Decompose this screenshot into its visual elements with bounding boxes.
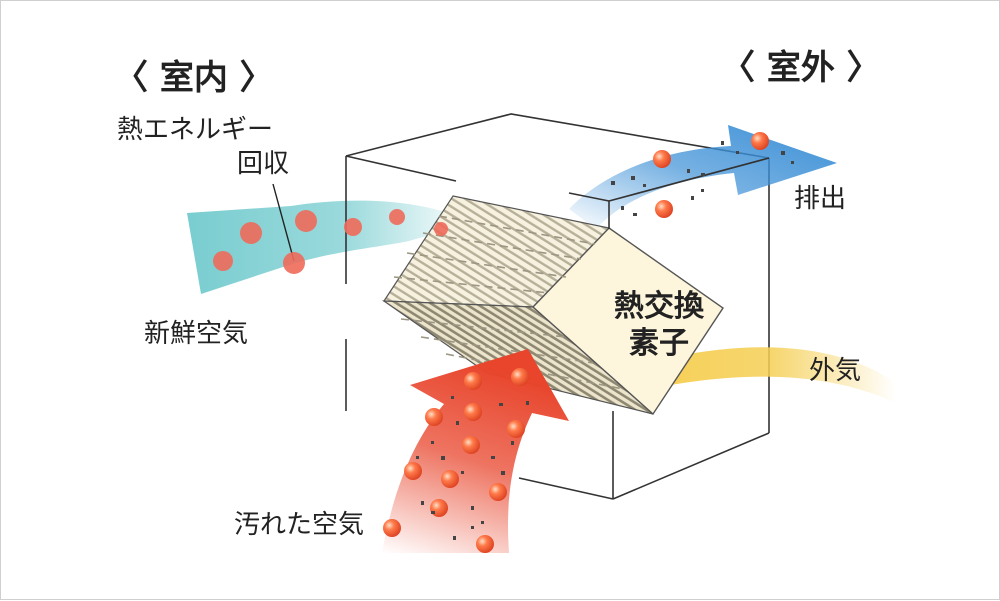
- fresh-air-particle: [240, 222, 262, 244]
- dust-particle: [721, 141, 724, 145]
- dust-particle: [691, 196, 694, 200]
- dust-particle: [701, 173, 705, 176]
- dust-particle: [687, 169, 690, 173]
- heat-particle: [383, 519, 401, 537]
- fresh-air-label: 新鮮空気: [144, 319, 249, 349]
- dust-particle: [481, 521, 484, 524]
- heat-particle: [751, 132, 769, 150]
- dust-particle: [471, 506, 474, 510]
- dust-particle: [701, 189, 704, 192]
- dust-particle: [781, 151, 785, 155]
- dust-particle: [421, 501, 424, 505]
- outside-air-label: 外気: [809, 356, 862, 386]
- heat-particle: [655, 200, 673, 218]
- heat-particle: [441, 470, 459, 488]
- dust-particle: [526, 401, 529, 405]
- particle-layer: [213, 132, 769, 553]
- heat-particle: [511, 368, 529, 386]
- dust-particle: [791, 161, 794, 164]
- core-side-face: [531, 227, 724, 416]
- heat-particle: [489, 483, 507, 501]
- housing-front: [345, 155, 770, 500]
- dust-particle: [501, 471, 505, 475]
- outdoor-heading: 〈 室外 〉: [721, 48, 881, 88]
- dust-particle: [431, 511, 435, 514]
- dirty-air-label: 汚れた空気: [234, 510, 365, 540]
- core-label-line2: 素子: [629, 325, 689, 361]
- dust-particle: [451, 396, 454, 399]
- dust-particle: [416, 456, 419, 459]
- core-label-line1: 熱交換: [614, 289, 704, 324]
- dust-particle: [621, 206, 624, 210]
- fresh-air-particle: [344, 218, 362, 236]
- outside-air-flow: [649, 347, 896, 403]
- dust-particle: [643, 184, 646, 187]
- dust-particle: [431, 441, 434, 444]
- heat-particle: [430, 499, 448, 517]
- heat-particle: [404, 462, 422, 480]
- dust-particle: [453, 536, 456, 540]
- dust-particle: [631, 176, 635, 180]
- heat-particle: [425, 408, 443, 426]
- dust-particle: [461, 471, 464, 474]
- dust-layer: [416, 141, 794, 540]
- dust-particle: [456, 421, 459, 425]
- fresh-air-particle: [434, 222, 448, 236]
- dust-particle: [471, 526, 474, 529]
- dust-particle: [736, 151, 739, 154]
- fresh-air-particle: [283, 252, 305, 274]
- exhaust-air-flow: [569, 125, 837, 229]
- exhaust-label: 排出: [794, 184, 847, 214]
- dust-particle: [611, 181, 615, 185]
- heat-particle: [464, 403, 482, 421]
- dust-particle: [441, 456, 445, 460]
- heat-recovery-label: 熱エネルギー: [117, 115, 274, 145]
- indoor-heading: 〈 室内 〉: [114, 58, 274, 98]
- dust-particle: [491, 456, 495, 459]
- fresh-air-particle: [389, 209, 405, 225]
- heat-particle: [507, 420, 525, 438]
- dust-particle: [499, 403, 503, 406]
- heat-recovery-label-line2: 回収: [237, 149, 290, 179]
- heat-particle: [476, 535, 494, 553]
- heat-particle: [462, 436, 480, 454]
- heat-particle: [653, 150, 671, 168]
- fresh-air-particle: [295, 210, 317, 232]
- heat-recovery-pointer: [272, 183, 295, 262]
- fresh-air-flow: [187, 200, 473, 294]
- heat-exchange-element-label: 熱交換 素子: [599, 289, 719, 362]
- fresh-air-particle: [213, 251, 233, 271]
- dust-particle: [511, 441, 514, 445]
- housing-back: [345, 113, 770, 433]
- dust-particle: [633, 213, 637, 216]
- heat-particle: [464, 372, 482, 390]
